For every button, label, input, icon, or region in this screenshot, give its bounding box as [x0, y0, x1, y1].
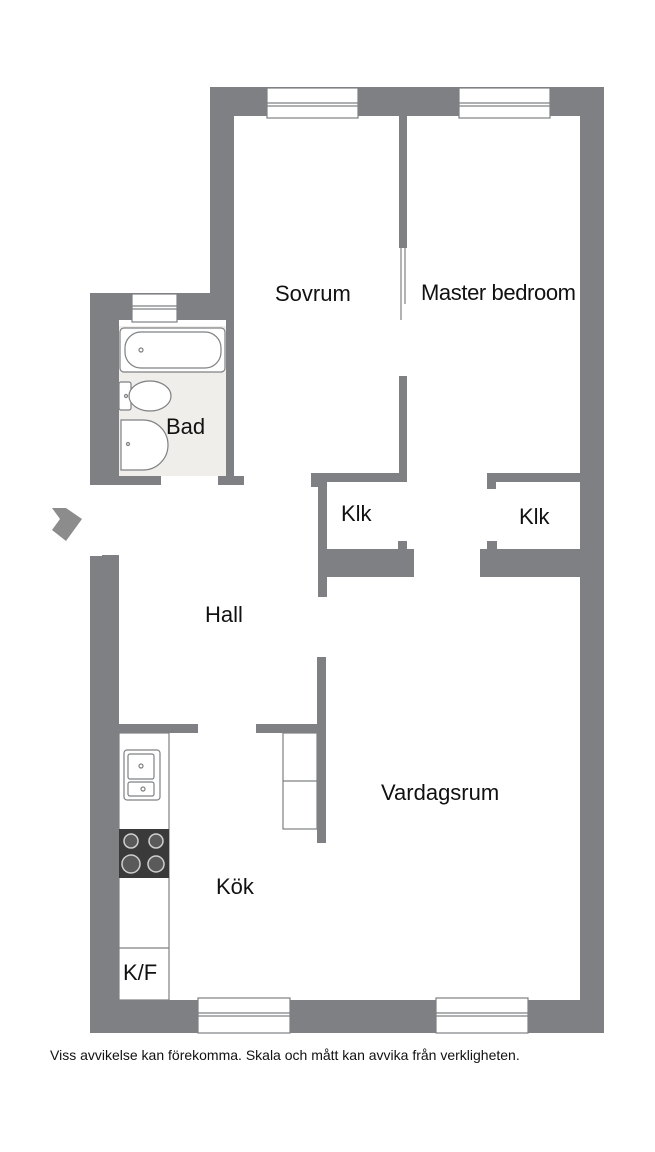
room-label-hall: Hall [205, 602, 243, 627]
bathtub-icon [119, 327, 226, 373]
entrance-opening [90, 485, 120, 555]
disclaimer-text: Viss avvikelse kan förekomma. Skala och … [50, 1047, 520, 1063]
closet-right [480, 473, 580, 577]
window-bathroom [131, 293, 178, 323]
bathroom-wall-bottom-right [218, 476, 244, 485]
window-living-room [435, 997, 529, 1034]
toilet-icon [118, 380, 172, 412]
stove-icon [119, 829, 169, 878]
room-label-kf: K/F [123, 960, 157, 985]
window-kitchen [197, 997, 291, 1034]
windows [131, 87, 551, 1034]
window-master-bedroom [458, 87, 551, 119]
room-label-kok: Kök [216, 874, 255, 899]
room-label-sovrum: Sovrum [275, 281, 351, 306]
room-label-vardagsrum: Vardagsrum [381, 780, 499, 805]
bedroom-divider [399, 116, 407, 490]
entrance-arrow-icon [52, 508, 82, 541]
closet-left [311, 473, 414, 597]
bathroom [118, 320, 244, 485]
room-label-klk-right: Klk [519, 504, 551, 529]
kitchen-walls [119, 657, 326, 843]
kitchen-sink-icon [123, 749, 161, 801]
bathroom-wall-right [226, 320, 234, 476]
window-sovrum [266, 87, 359, 119]
shelving-unit [282, 732, 318, 830]
kitchen-counter [118, 732, 170, 1001]
room-label-master-bedroom: Master bedroom [421, 280, 576, 305]
room-label-bad: Bad [166, 414, 205, 439]
bathroom-wall-bottom-left [119, 476, 161, 485]
room-label-klk-left: Klk [341, 501, 373, 526]
hall-wall-thickening [102, 555, 119, 755]
washbasin-icon [120, 419, 169, 471]
